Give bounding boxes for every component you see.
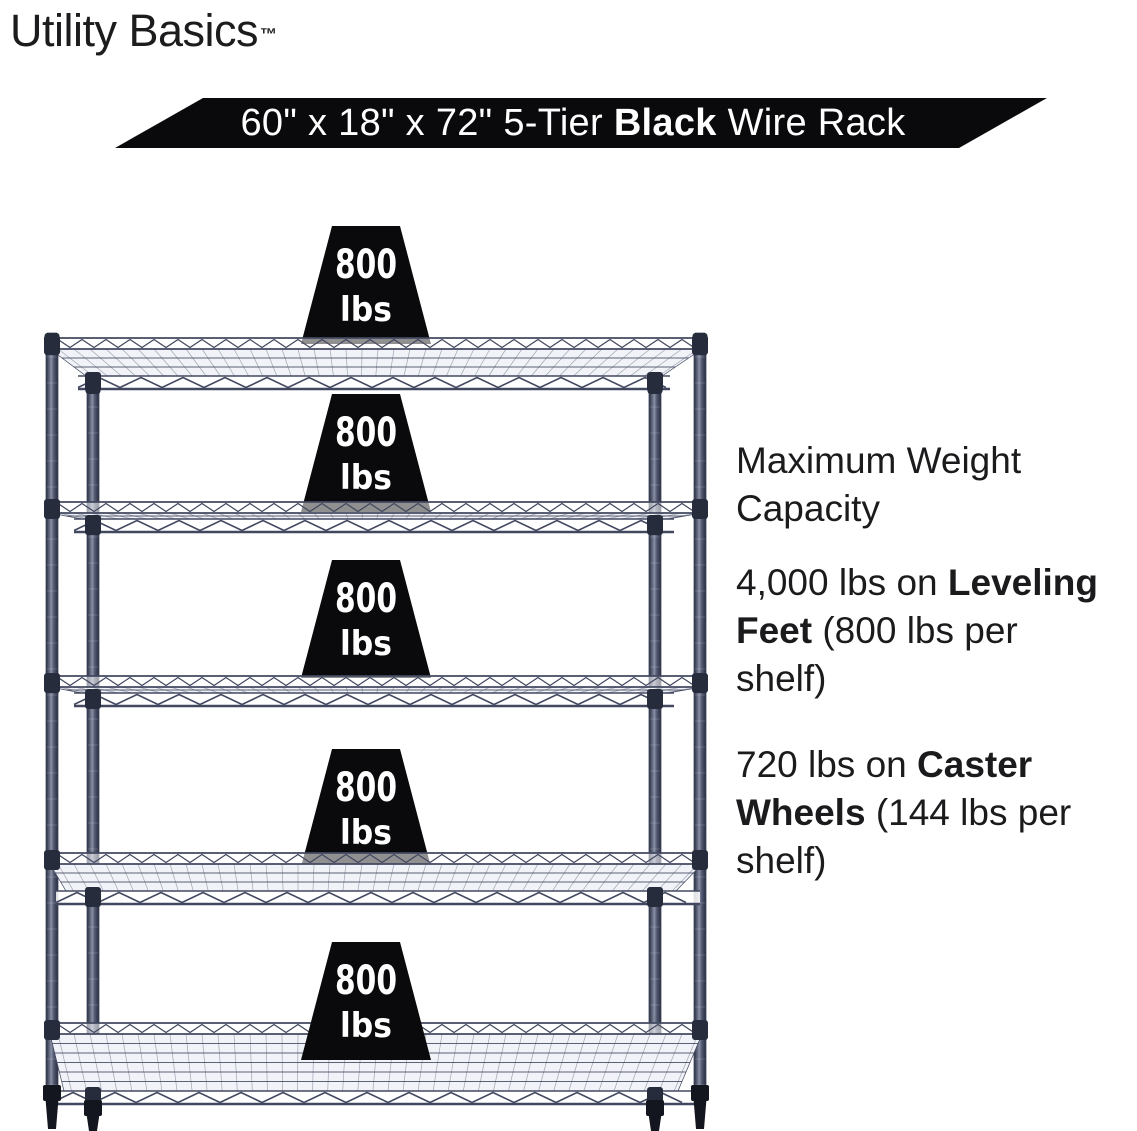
leveling-foot (691, 1085, 709, 1129)
leveling-foot (43, 1085, 61, 1129)
badge-weight-unit: lbs (340, 1006, 392, 1046)
banner-title-suffix: Wire Rack (716, 102, 906, 144)
badge-weight-value: 800 (335, 242, 397, 288)
rack-post (647, 382, 663, 1113)
badge-weight-value: 800 (335, 410, 397, 456)
badge-weight-value: 800 (335, 576, 397, 622)
rack-post (692, 332, 708, 1099)
badge-weight-unit: lbs (340, 290, 392, 330)
brand-name: Utility Basics (10, 5, 259, 56)
leveling-foot (84, 1100, 102, 1131)
rack-post (85, 382, 101, 1113)
wire-shelf (45, 675, 706, 708)
wire-shelf (45, 501, 706, 534)
badge-weight-unit: lbs (340, 813, 392, 853)
wire-shelf (45, 852, 706, 906)
banner-title: 60" x 18" x 72" 5-Tier Black Wire Rack (115, 98, 1047, 148)
badge-weight-unit: lbs (340, 458, 392, 498)
badge-weight-value: 800 (335, 958, 397, 1004)
badge-weight-value: 800 (335, 765, 397, 811)
title-banner: 60" x 18" x 72" 5-Tier Black Wire Rack (115, 98, 1047, 148)
banner-title-bold: Black (613, 102, 717, 144)
wire-shelf (45, 337, 706, 391)
trademark-symbol: ™ (260, 25, 277, 44)
banner-title-prefix: 60" x 18" x 72" 5-Tier (240, 102, 614, 144)
leveling-foot (646, 1100, 664, 1131)
badge-weight-unit: lbs (340, 624, 392, 664)
rack-post (44, 332, 60, 1099)
